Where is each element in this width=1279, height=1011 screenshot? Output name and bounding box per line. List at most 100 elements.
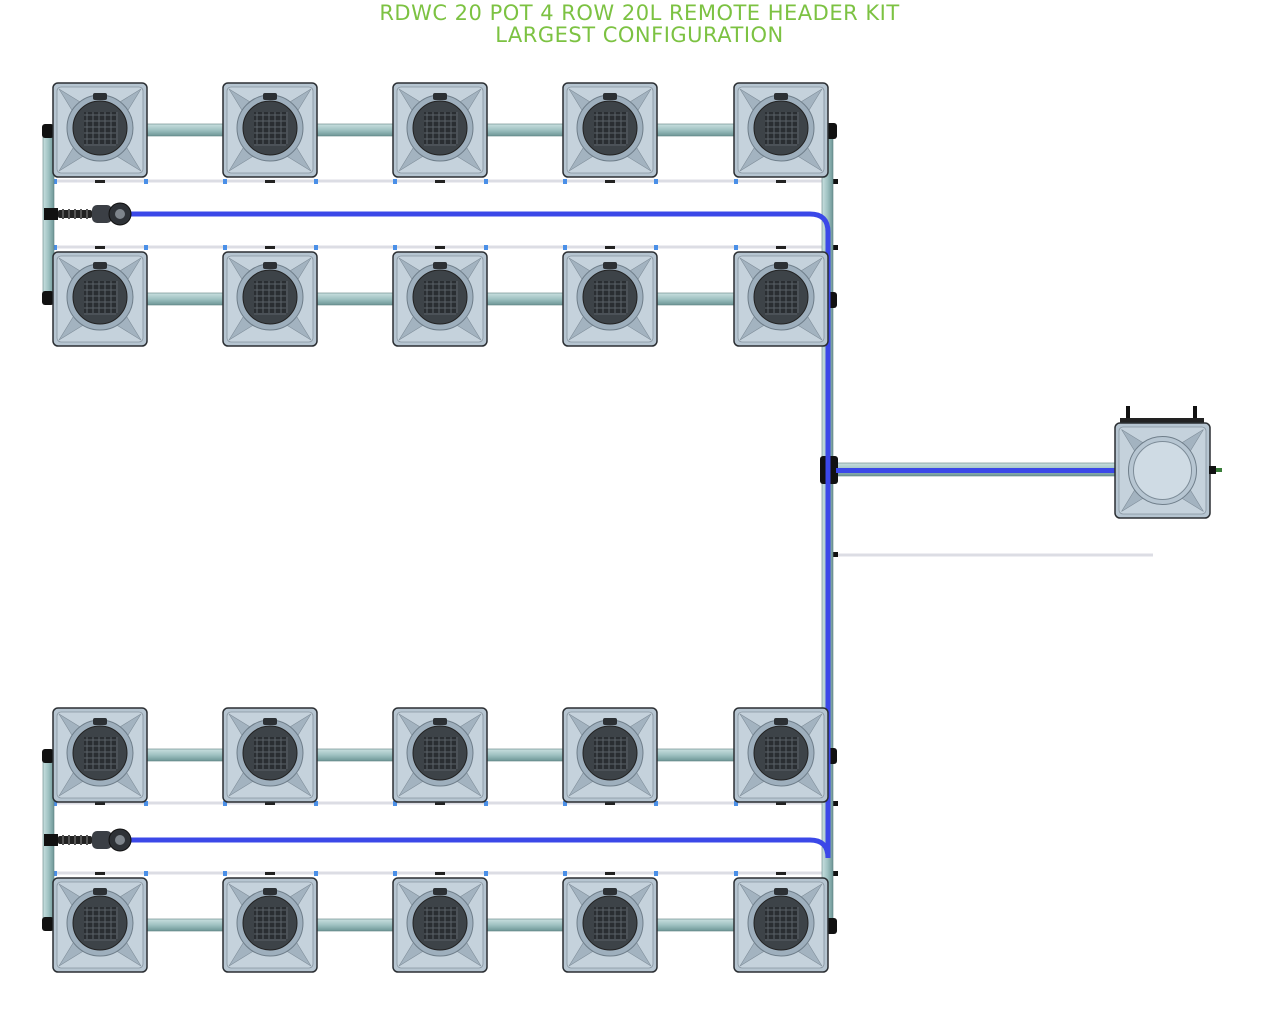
reservoir-outlet-valve bbox=[1216, 468, 1222, 472]
pot-lid-tab bbox=[774, 888, 788, 895]
drip-clip bbox=[605, 246, 615, 249]
drip-fitting bbox=[654, 801, 658, 806]
pot-r2-c1 bbox=[52, 251, 148, 347]
pot-r2-c2 bbox=[222, 251, 318, 347]
elbow-fitting bbox=[42, 124, 54, 138]
drip-fitting bbox=[144, 245, 148, 250]
pot-lid-tab bbox=[433, 262, 447, 269]
pot-lid-tab bbox=[774, 718, 788, 725]
pot-r1-c4 bbox=[562, 82, 658, 178]
pump-connector bbox=[44, 834, 58, 846]
drip-fitting bbox=[53, 801, 57, 806]
pot-lid-tab bbox=[263, 262, 277, 269]
pot-lid-tab bbox=[263, 93, 277, 100]
pot-lid-tab bbox=[93, 718, 107, 725]
pot-r1-c1 bbox=[52, 82, 148, 178]
drip-clip bbox=[95, 872, 105, 875]
pot-grid bbox=[52, 82, 829, 973]
reservoir-handle bbox=[1193, 406, 1197, 420]
drip-clip bbox=[832, 871, 838, 876]
drip-fitting bbox=[144, 801, 148, 806]
drip-clip bbox=[832, 801, 838, 806]
pot-r4-c1 bbox=[52, 877, 148, 973]
drip-fitting bbox=[393, 245, 397, 250]
drip-clip bbox=[435, 246, 445, 249]
pot-r3-c4 bbox=[562, 707, 658, 803]
pump-icon bbox=[44, 828, 132, 852]
drip-fitting bbox=[53, 179, 57, 184]
drip-clip bbox=[776, 246, 786, 249]
pump-rib bbox=[86, 835, 88, 845]
drip-clip bbox=[435, 872, 445, 875]
drip-fitting bbox=[563, 179, 567, 184]
return-line bbox=[117, 467, 831, 859]
return-line bbox=[117, 211, 831, 473]
drip-fitting bbox=[223, 245, 227, 250]
drip-fitting bbox=[734, 179, 738, 184]
pump-rib bbox=[68, 209, 70, 219]
pump-rib bbox=[62, 209, 64, 219]
drip-fitting bbox=[484, 179, 488, 184]
pump-rib bbox=[74, 209, 76, 219]
reservoir-handle bbox=[1126, 406, 1130, 420]
drip-fitting bbox=[53, 245, 57, 250]
pump-body bbox=[92, 831, 112, 849]
drip-clip bbox=[605, 180, 615, 183]
drip-fitting bbox=[654, 871, 658, 876]
pump-rib bbox=[62, 835, 64, 845]
drip-fitting bbox=[393, 871, 397, 876]
pot-r1-c3 bbox=[392, 82, 488, 178]
drip-fitting bbox=[144, 871, 148, 876]
pump-rib bbox=[80, 209, 82, 219]
elbow-fitting bbox=[42, 749, 54, 763]
drip-clip bbox=[776, 180, 786, 183]
drip-fitting bbox=[314, 871, 318, 876]
drip-clip bbox=[605, 872, 615, 875]
reservoir bbox=[1114, 406, 1222, 519]
drip-clip bbox=[435, 802, 445, 805]
pot-lid-tab bbox=[603, 888, 617, 895]
drip-clip bbox=[95, 180, 105, 183]
drip-fitting bbox=[563, 871, 567, 876]
drip-clip bbox=[832, 552, 838, 557]
drip-clip bbox=[832, 179, 838, 184]
drip-clip bbox=[776, 802, 786, 805]
pot-r3-c5 bbox=[733, 707, 829, 803]
pot-r1-c2 bbox=[222, 82, 318, 178]
drip-fitting bbox=[223, 801, 227, 806]
pot-r4-c5 bbox=[733, 877, 829, 973]
drip-fitting bbox=[563, 245, 567, 250]
drip-clip bbox=[265, 246, 275, 249]
drip-fitting bbox=[393, 801, 397, 806]
elbow-fitting bbox=[42, 291, 54, 305]
drip-fitting bbox=[314, 245, 318, 250]
drip-fitting bbox=[734, 245, 738, 250]
pot-r4-c3 bbox=[392, 877, 488, 973]
pot-r2-c5 bbox=[733, 251, 829, 347]
drip-fitting bbox=[393, 179, 397, 184]
pot-lid-tab bbox=[774, 93, 788, 100]
pot-lid-tab bbox=[774, 262, 788, 269]
drip-fitting bbox=[654, 179, 658, 184]
pot-lid-tab bbox=[433, 718, 447, 725]
return-lines bbox=[44, 202, 1118, 859]
drip-fitting bbox=[484, 245, 488, 250]
drip-fitting bbox=[734, 801, 738, 806]
drip-fitting bbox=[654, 245, 658, 250]
pump-rib bbox=[74, 835, 76, 845]
remote-header-tank-icon bbox=[1114, 406, 1222, 519]
pump-body bbox=[92, 205, 112, 223]
drip-fitting bbox=[53, 871, 57, 876]
pump-rib bbox=[86, 209, 88, 219]
pot-r2-c4 bbox=[562, 251, 658, 347]
pot-r4-c2 bbox=[222, 877, 318, 973]
drip-fitting bbox=[563, 801, 567, 806]
diagram-title: RDWC 20 POT 4 ROW 20L REMOTE HEADER KIT … bbox=[0, 2, 1279, 46]
pump-rib bbox=[80, 835, 82, 845]
drip-fitting bbox=[734, 871, 738, 876]
pot-r3-c3 bbox=[392, 707, 488, 803]
drip-fitting bbox=[484, 801, 488, 806]
pump-head-center bbox=[115, 835, 125, 845]
pot-lid-tab bbox=[93, 888, 107, 895]
